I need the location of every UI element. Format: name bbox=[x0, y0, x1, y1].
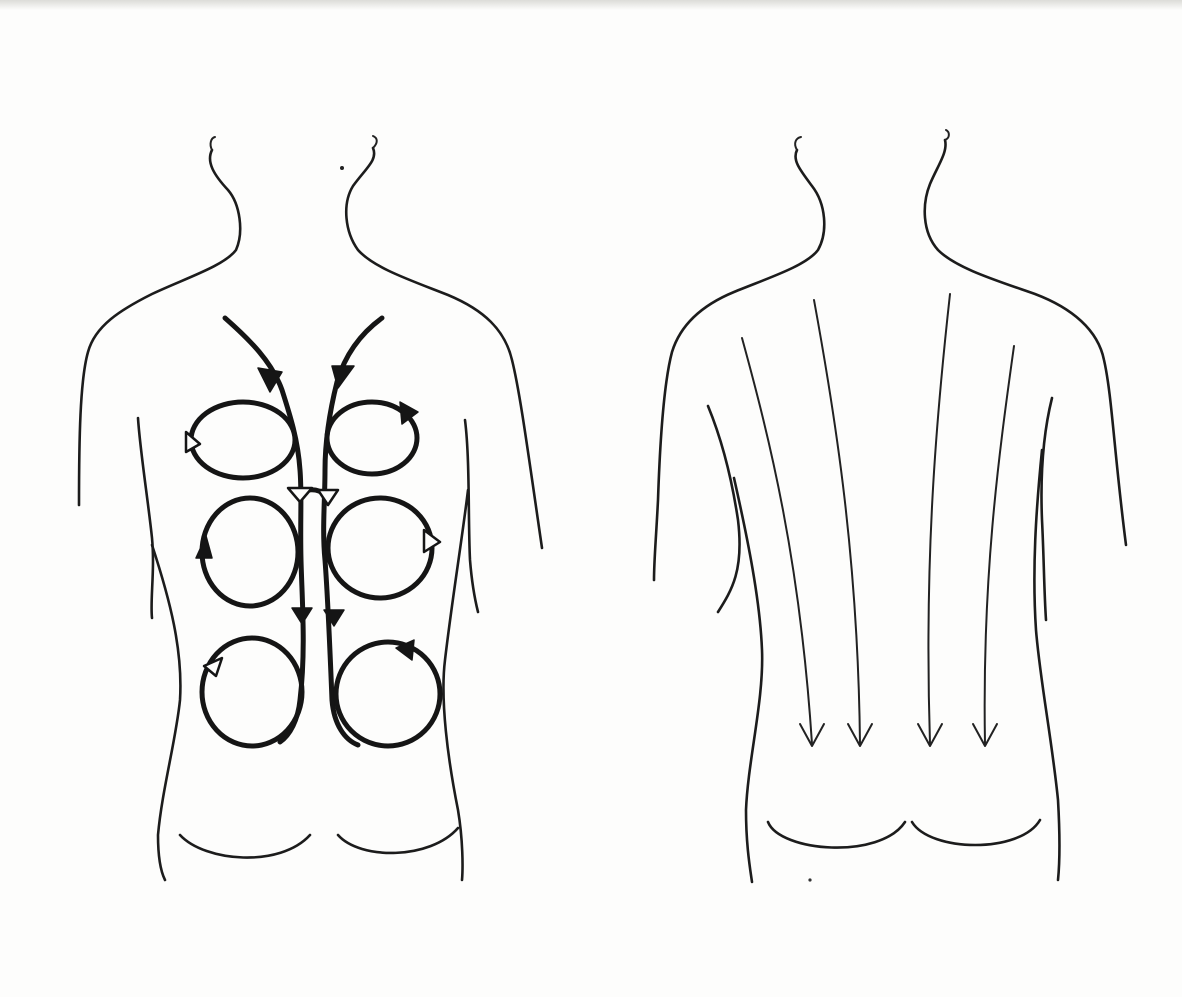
left-figure-circles bbox=[186, 402, 440, 746]
left-figure-right-ear bbox=[373, 136, 377, 148]
circle-upper-left bbox=[191, 402, 295, 478]
circle-lower-right bbox=[336, 642, 440, 746]
right-figure-neck-right bbox=[925, 140, 1126, 545]
right-figure-buttock-right bbox=[912, 820, 1040, 845]
down-stroke-1 bbox=[742, 338, 812, 744]
left-figure-neck-left bbox=[79, 150, 240, 505]
circle-lower-left bbox=[202, 638, 302, 746]
left-figure-buttock-right bbox=[338, 828, 458, 853]
circle-middle-left-arrow bbox=[196, 536, 212, 558]
left-figure-neck-right bbox=[346, 148, 542, 548]
right-figure-right-arm-inner bbox=[1041, 398, 1052, 620]
right-figure-buttock-left bbox=[768, 822, 905, 848]
circle-middle-left bbox=[202, 498, 298, 606]
left-figure-right-arm-inner bbox=[465, 420, 478, 612]
figure-left-back-circular bbox=[79, 136, 542, 880]
down-stroke-2 bbox=[814, 300, 860, 744]
spine-down-head-2 bbox=[318, 490, 338, 505]
circle-middle-right bbox=[328, 498, 432, 598]
right-figure-downward-strokes bbox=[742, 294, 1014, 746]
right-figure-right-ear bbox=[945, 130, 949, 140]
left-figure-left-ear bbox=[211, 137, 215, 150]
down-stroke-3 bbox=[928, 294, 950, 744]
right-figure-neck-left bbox=[654, 150, 824, 580]
figure-right-back-downward bbox=[654, 130, 1126, 882]
left-figure-left-arm-inner bbox=[138, 418, 153, 618]
right-figure-left-arm-inner bbox=[708, 406, 740, 612]
right-figure-right-torso bbox=[1034, 450, 1059, 880]
left-figure-dot bbox=[340, 166, 344, 170]
right-figure-dot bbox=[808, 878, 811, 881]
left-figure-right-torso bbox=[443, 490, 468, 880]
right-figure-left-ear bbox=[795, 137, 801, 150]
left-figure-left-torso bbox=[152, 545, 180, 880]
spine-down-head-3 bbox=[292, 608, 312, 624]
left-figure-buttock-left bbox=[180, 835, 310, 858]
down-stroke-4 bbox=[985, 346, 1014, 744]
spine-down-head-1 bbox=[288, 488, 312, 502]
